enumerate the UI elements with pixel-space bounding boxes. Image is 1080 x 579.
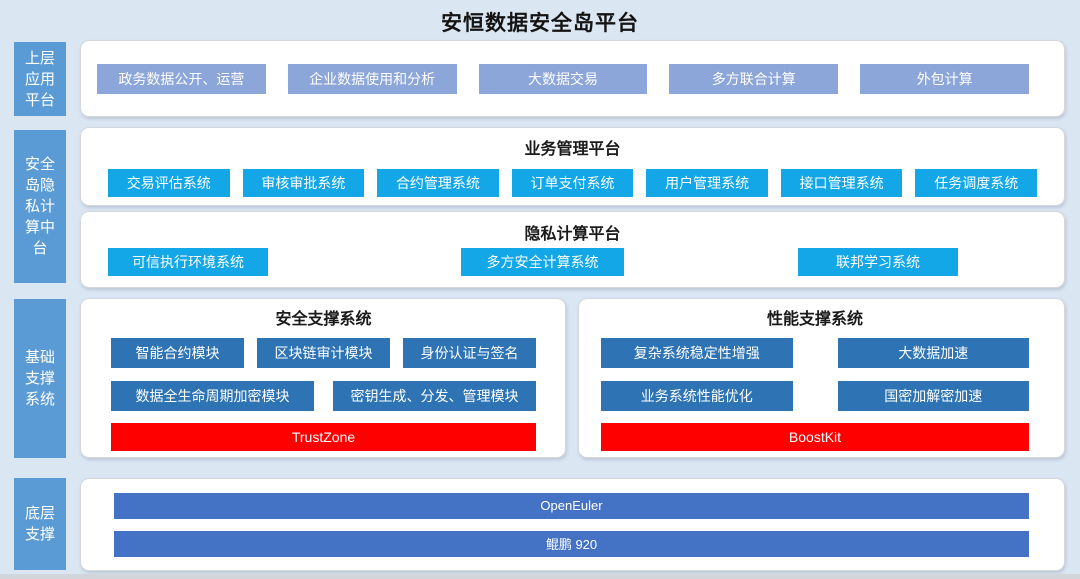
block-federated-learning-system: 联邦学习系统 (798, 248, 958, 276)
block-enterprise-data-use-analysis: 企业数据使用和分析 (287, 63, 457, 94)
block-interface-management-system: 接口管理系统 (780, 169, 903, 197)
block-contract-management-system: 合约管理系统 (377, 169, 499, 197)
layer-label-application: 上层应用平台 (14, 42, 66, 116)
layer-label-text: 安全岛隐私计算中台 (24, 156, 55, 257)
block-gov-data-open-operation: 政务数据公开、运营 (97, 63, 266, 94)
security-support-row2: 数据全生命周期加密模块 密钥生成、分发、管理模块 (111, 381, 536, 411)
bottom-edge-strip (0, 574, 1080, 579)
block-review-approval-system: 审核审批系统 (242, 169, 365, 197)
panel-performance-support-system: 性能支撑系统 复杂系统稳定性增强 大数据加速 业务系统性能优化 国密加解密加速 … (578, 298, 1065, 458)
layer-label-foundation-support: 基础支撑系统 (14, 299, 66, 458)
performance-support-row2: 业务系统性能优化 国密加解密加速 (601, 381, 1029, 411)
block-data-lifecycle-encryption-module: 数据全生命周期加密模块 (111, 381, 314, 411)
layer-label-text: 底层支撑 (24, 505, 55, 543)
block-openeuler: OpenEuler (114, 492, 1029, 519)
block-transaction-evaluation-system: 交易评估系统 (108, 169, 230, 197)
page-title: 安恒数据安全岛平台 (441, 12, 639, 35)
business-platform-blocks: 交易评估系统 审核审批系统 合约管理系统 订单支付系统 用户管理系统 接口管理系… (81, 169, 1064, 197)
layer-label-base-support: 底层支撑 (14, 478, 66, 570)
block-key-generation-distribution-management-module: 密钥生成、分发、管理模块 (333, 381, 536, 411)
security-support-header: 安全支撑系统 (275, 311, 372, 328)
block-kunpeng-920: 鲲鹏 920 (114, 530, 1029, 557)
block-big-data-acceleration: 大数据加速 (837, 338, 1029, 368)
block-blockchain-audit-module: 区块链审计模块 (257, 338, 390, 368)
block-order-payment-system: 订单支付系统 (511, 169, 634, 197)
block-multiparty-secure-computation-system: 多方安全计算系统 (461, 248, 624, 276)
block-trustzone: TrustZone (111, 423, 536, 451)
layer-label-privacy-middle-platform: 安全岛隐私计算中台 (14, 130, 66, 283)
block-smart-contract-module: 智能合约模块 (111, 338, 244, 368)
layer-label-text: 上层应用平台 (24, 49, 55, 109)
security-support-row1: 智能合约模块 区块链审计模块 身份认证与签名 (111, 338, 536, 368)
performance-support-header: 性能支撑系统 (766, 311, 863, 328)
block-user-management-system: 用户管理系统 (646, 169, 768, 197)
panel-base-support: OpenEuler 鲲鹏 920 (80, 478, 1065, 571)
layer-label-text: 基础支撑系统 (24, 349, 55, 408)
block-trusted-execution-environment-system: 可信执行环境系统 (108, 248, 268, 276)
block-task-scheduling-system: 任务调度系统 (915, 169, 1038, 197)
privacy-platform-header: 隐私计算平台 (524, 226, 621, 243)
block-identity-auth-signature: 身份认证与签名 (403, 338, 536, 368)
block-business-system-performance-optimization: 业务系统性能优化 (601, 381, 793, 411)
panel-business-management-platform: 业务管理平台 交易评估系统 审核审批系统 合约管理系统 订单支付系统 用户管理系… (80, 127, 1065, 206)
block-guomi-crypto-acceleration: 国密加解密加速 (837, 381, 1029, 411)
panel-application-layer: 政务数据公开、运营 企业数据使用和分析 大数据交易 多方联合计算 外包计算 (80, 40, 1065, 117)
block-boostkit: BoostKit (601, 423, 1029, 451)
panel-privacy-computing-platform: 隐私计算平台 可信执行环境系统 多方安全计算系统 联邦学习系统 (80, 211, 1065, 288)
block-complex-system-stability-enhancement: 复杂系统稳定性增强 (601, 338, 793, 368)
block-outsourced-computing: 外包计算 (860, 63, 1029, 94)
block-multiparty-joint-computing: 多方联合计算 (669, 63, 839, 94)
performance-support-row1: 复杂系统稳定性增强 大数据加速 (601, 338, 1029, 368)
business-platform-header: 业务管理平台 (524, 141, 621, 158)
block-big-data-trading: 大数据交易 (478, 63, 648, 94)
panel-security-support-system: 安全支撑系统 智能合约模块 区块链审计模块 身份认证与签名 数据全生命周期加密模… (80, 298, 566, 458)
